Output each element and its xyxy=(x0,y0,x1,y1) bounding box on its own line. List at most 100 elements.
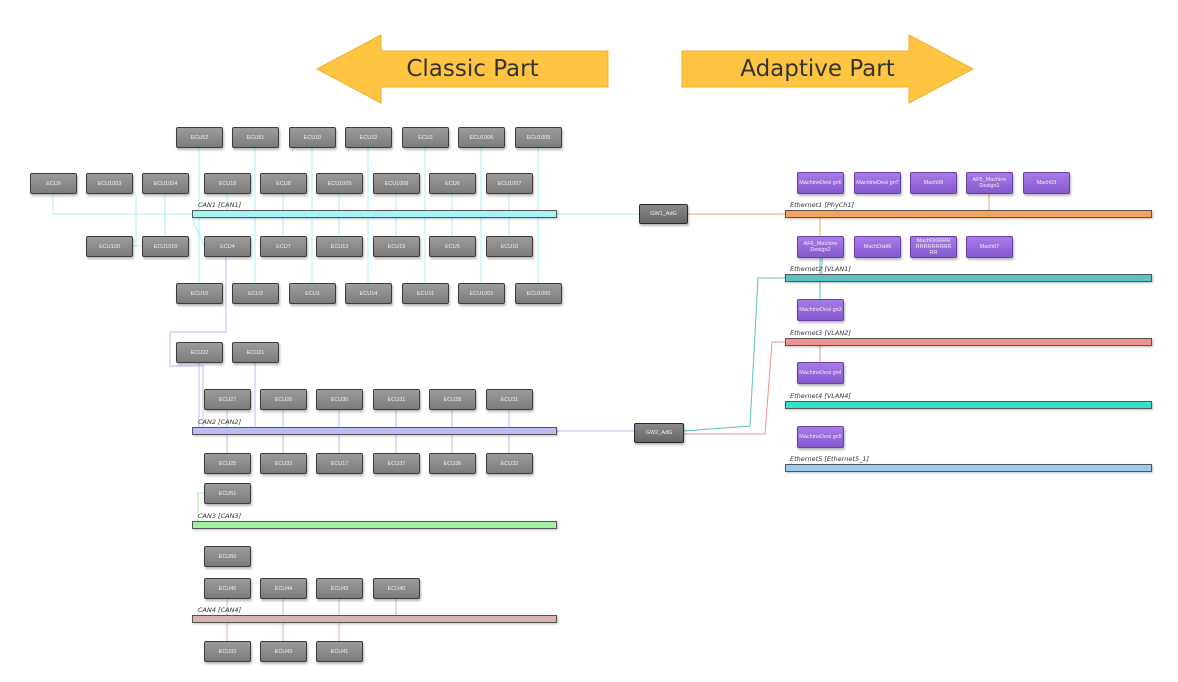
ecu-node[interactable]: ECU33 xyxy=(260,453,307,474)
ecu-node[interactable]: ECU1000 xyxy=(515,283,562,304)
eth4-bus[interactable] xyxy=(785,401,1152,409)
ecu-node[interactable]: ECU30 xyxy=(316,389,363,410)
machine-design-node[interactable]: MachineDesi gn4 xyxy=(797,362,844,384)
eth4-bus-label: Ethernet4 [VLAN4] xyxy=(790,392,851,400)
ecu-node[interactable]: ECU1004 xyxy=(142,173,189,194)
ecu-node[interactable]: ECU1010 xyxy=(142,236,189,257)
machine-design-node[interactable]: MachineDesi gn5 xyxy=(797,426,844,448)
ecu-node[interactable]: ECU11 xyxy=(402,283,449,304)
ecu-node[interactable]: ECU1005 xyxy=(515,127,562,148)
ecu-node[interactable]: ECU22 xyxy=(176,342,223,363)
wire xyxy=(169,257,227,427)
ecu-node[interactable]: ECU2 xyxy=(402,127,449,148)
eth5-bus-label: Ethernet5 [Ethernet5_1] xyxy=(790,455,870,463)
ecu-node[interactable]: ECU51 xyxy=(204,483,251,504)
ecu-node[interactable]: ECU1009 xyxy=(316,173,363,194)
can1-bus[interactable] xyxy=(192,210,557,218)
ecu-node[interactable]: ECU25 xyxy=(204,453,251,474)
ecu-node[interactable]: ECU10 xyxy=(486,236,533,257)
machine-design-node[interactable]: AF6_Machine Design2 xyxy=(797,236,844,258)
can4-bus[interactable] xyxy=(192,615,557,623)
gw1-gateway-node[interactable]: GW1_AdG xyxy=(639,204,688,224)
can3-bus-label: CAN3 [CAN3] xyxy=(198,512,242,520)
machine-design-node[interactable]: MachDi0RRR RRRRRRRRR RR xyxy=(910,236,957,258)
ecu-node[interactable]: ECU31 xyxy=(486,389,533,410)
wire xyxy=(191,217,205,247)
ecu-node[interactable]: ECU15 xyxy=(176,283,223,304)
ecu-node[interactable]: ECU45 xyxy=(204,578,251,599)
eth1-bus[interactable] xyxy=(785,210,1152,218)
ecu-node[interactable]: ECU28 xyxy=(429,389,476,410)
ecu-node[interactable]: ECU13 xyxy=(316,236,363,257)
gw2-gateway-node[interactable]: GW2_AdG xyxy=(634,423,684,443)
ecu-node[interactable]: ECU8 xyxy=(260,173,307,194)
can2-bus[interactable] xyxy=(192,427,557,435)
ecu-node[interactable]: ECU100 xyxy=(86,236,133,257)
machine-design-node[interactable]: Mach08 xyxy=(910,172,957,194)
ecu-node[interactable]: ECU10 xyxy=(289,127,336,148)
classic-part-arrow: Classic Part xyxy=(315,33,610,105)
machine-design-node[interactable]: AF5_Machine Design1 xyxy=(966,172,1013,194)
right-arrow-shape xyxy=(681,34,975,104)
ecu-node[interactable]: ECU44 xyxy=(260,578,307,599)
ecu-node[interactable]: ECU17 xyxy=(316,453,363,474)
can4-bus-label: CAN4 [CAN4] xyxy=(198,606,242,614)
wire xyxy=(52,194,192,215)
ecu-node[interactable]: ECU40 xyxy=(373,578,420,599)
eth1-bus-label: Ethernet1 [PhyCh1] xyxy=(790,201,855,209)
ecu-node[interactable]: ECU37 xyxy=(373,453,420,474)
wire xyxy=(197,492,204,521)
machine-design-node[interactable]: Mach03 xyxy=(1023,172,1070,194)
ecu-node[interactable]: ECU12 xyxy=(345,127,392,148)
ecu-node[interactable]: ECU4 xyxy=(204,236,251,257)
left-arrow-shape xyxy=(315,34,609,104)
ecu-node[interactable]: ECU1007 xyxy=(486,173,533,194)
eth2-bus[interactable] xyxy=(785,274,1152,282)
ecu-node[interactable]: ECU18 xyxy=(204,173,251,194)
ecu-node[interactable]: ECU50 xyxy=(204,546,251,567)
ecu-node[interactable]: ECU1001 xyxy=(458,283,505,304)
ecu-node[interactable]: ECU42 xyxy=(316,578,363,599)
classic-part-label: Classic Part xyxy=(406,56,539,82)
ecu-node[interactable]: ECU1008 xyxy=(373,173,420,194)
ecu-node[interactable]: ECU1003 xyxy=(86,173,133,194)
ecu-node[interactable]: ECU7 xyxy=(260,236,307,257)
ecu-node[interactable]: ECU3 xyxy=(232,283,279,304)
ecu-node[interactable]: ECU26 xyxy=(260,389,307,410)
wire xyxy=(684,341,785,435)
ecu-node[interactable]: ECU9 xyxy=(30,173,77,194)
can3-bus[interactable] xyxy=(192,521,557,529)
machine-design-node[interactable]: MachineDesi gn6 xyxy=(797,172,844,194)
adaptive-part-label: Adaptive Part xyxy=(740,56,895,82)
machine-design-node[interactable]: MachineDesi gn7 xyxy=(854,172,901,194)
machine-design-node[interactable]: MachDsbl6 xyxy=(854,236,901,258)
ecu-node[interactable]: ECU1 xyxy=(289,283,336,304)
ecu-node[interactable]: ECU5 xyxy=(429,236,476,257)
ecu-node[interactable]: ECU19 xyxy=(373,236,420,257)
ecu-node[interactable]: ECU33 xyxy=(204,641,251,662)
ecu-node[interactable]: ECU43 xyxy=(260,641,307,662)
machine-design-node[interactable]: Mach07 xyxy=(966,236,1013,258)
can1-bus-label: CAN1 [CAN1] xyxy=(198,201,242,209)
adaptive-part-arrow: Adaptive Part xyxy=(680,33,975,105)
ecu-node[interactable]: ECU6 xyxy=(429,173,476,194)
eth2-bus-label: Ethernet2 [VLAN1] xyxy=(790,265,851,273)
ecu-node[interactable]: ECU27 xyxy=(204,389,251,410)
ecu-node[interactable]: ECU32 xyxy=(486,453,533,474)
eth5-bus[interactable] xyxy=(785,464,1152,472)
ecu-node[interactable]: ECU31 xyxy=(373,389,420,410)
can2-bus-label: CAN2 [CAN2] xyxy=(198,418,242,426)
ecu-node[interactable]: ECU14 xyxy=(345,283,392,304)
ecu-node[interactable]: ECU1006 xyxy=(458,127,505,148)
machine-design-node[interactable]: MachineDesi gn3 xyxy=(797,299,844,321)
ecu-node[interactable]: ECU21 xyxy=(232,342,279,363)
ecu-node[interactable]: ECU36 xyxy=(429,453,476,474)
eth3-bus-label: Ethernet3 [VLAN2] xyxy=(790,329,851,337)
wire xyxy=(683,277,785,432)
ecu-node[interactable]: ECU52 xyxy=(176,127,223,148)
ecu-node[interactable]: ECU41 xyxy=(316,641,363,662)
ecu-node[interactable]: ECU51 xyxy=(232,127,279,148)
eth3-bus[interactable] xyxy=(785,338,1152,346)
